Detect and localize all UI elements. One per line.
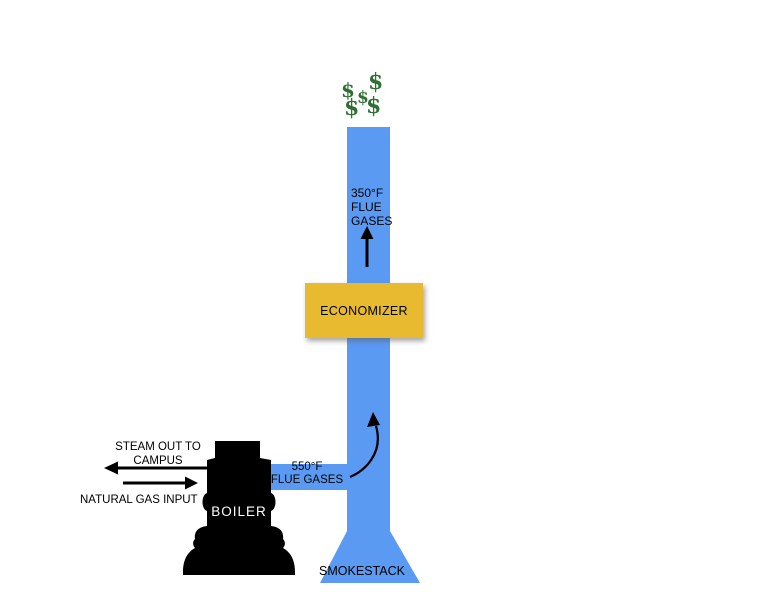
smokestack-label: SMOKESTACK xyxy=(319,564,405,578)
flue-gas-top-line3: GASES xyxy=(351,214,393,228)
gas-input-arrowhead-icon xyxy=(185,476,198,490)
flue-gas-top-temp: 350°F xyxy=(351,186,384,200)
steam-out-arrow xyxy=(104,461,207,475)
flue-curved-arrow xyxy=(349,412,380,479)
flue-up-arrowhead-icon xyxy=(360,226,374,239)
economizer-box: ECONOMIZER xyxy=(305,283,423,338)
flue-gas-duct-line2: FLUE GASES xyxy=(270,473,344,486)
flue-curved-arrow-line xyxy=(349,425,379,479)
dollar-sign-icon: $ xyxy=(366,93,382,119)
flue-gas-top-line2: FLUE xyxy=(351,200,382,214)
dollar-sign-icon: $ xyxy=(357,88,369,108)
boiler-label: BOILER xyxy=(211,504,267,519)
smokestack-base xyxy=(320,531,420,583)
steam-out-label-line1: STEAM OUT TO xyxy=(115,441,201,453)
boiler-shape xyxy=(183,441,295,575)
steam-out-label-line2: CAMPUS xyxy=(133,455,183,467)
dollar-sign-icon: $ xyxy=(341,78,355,102)
flue-up-arrow xyxy=(360,226,374,267)
flue-gas-duct-temp: 550°F xyxy=(291,461,323,473)
steam-out-arrowhead-icon xyxy=(104,461,118,475)
flue-gas-duct-label: 550°F FLUE GASES xyxy=(269,461,345,486)
flue-gas-top-label: 350°F FLUE GASES xyxy=(351,186,392,228)
economizer-label: ECONOMIZER xyxy=(320,303,408,318)
gas-input-arrow xyxy=(123,476,198,490)
flue-curved-arrowhead-icon xyxy=(367,412,380,427)
flue-duct xyxy=(268,464,348,490)
dollar-sign-icon: $ xyxy=(344,95,360,121)
dollar-sign-icon: $ xyxy=(368,69,384,95)
gas-input-label: NATURAL GAS INPUT xyxy=(80,494,198,506)
steam-out-label: STEAM OUT TO CAMPUS xyxy=(110,440,206,468)
